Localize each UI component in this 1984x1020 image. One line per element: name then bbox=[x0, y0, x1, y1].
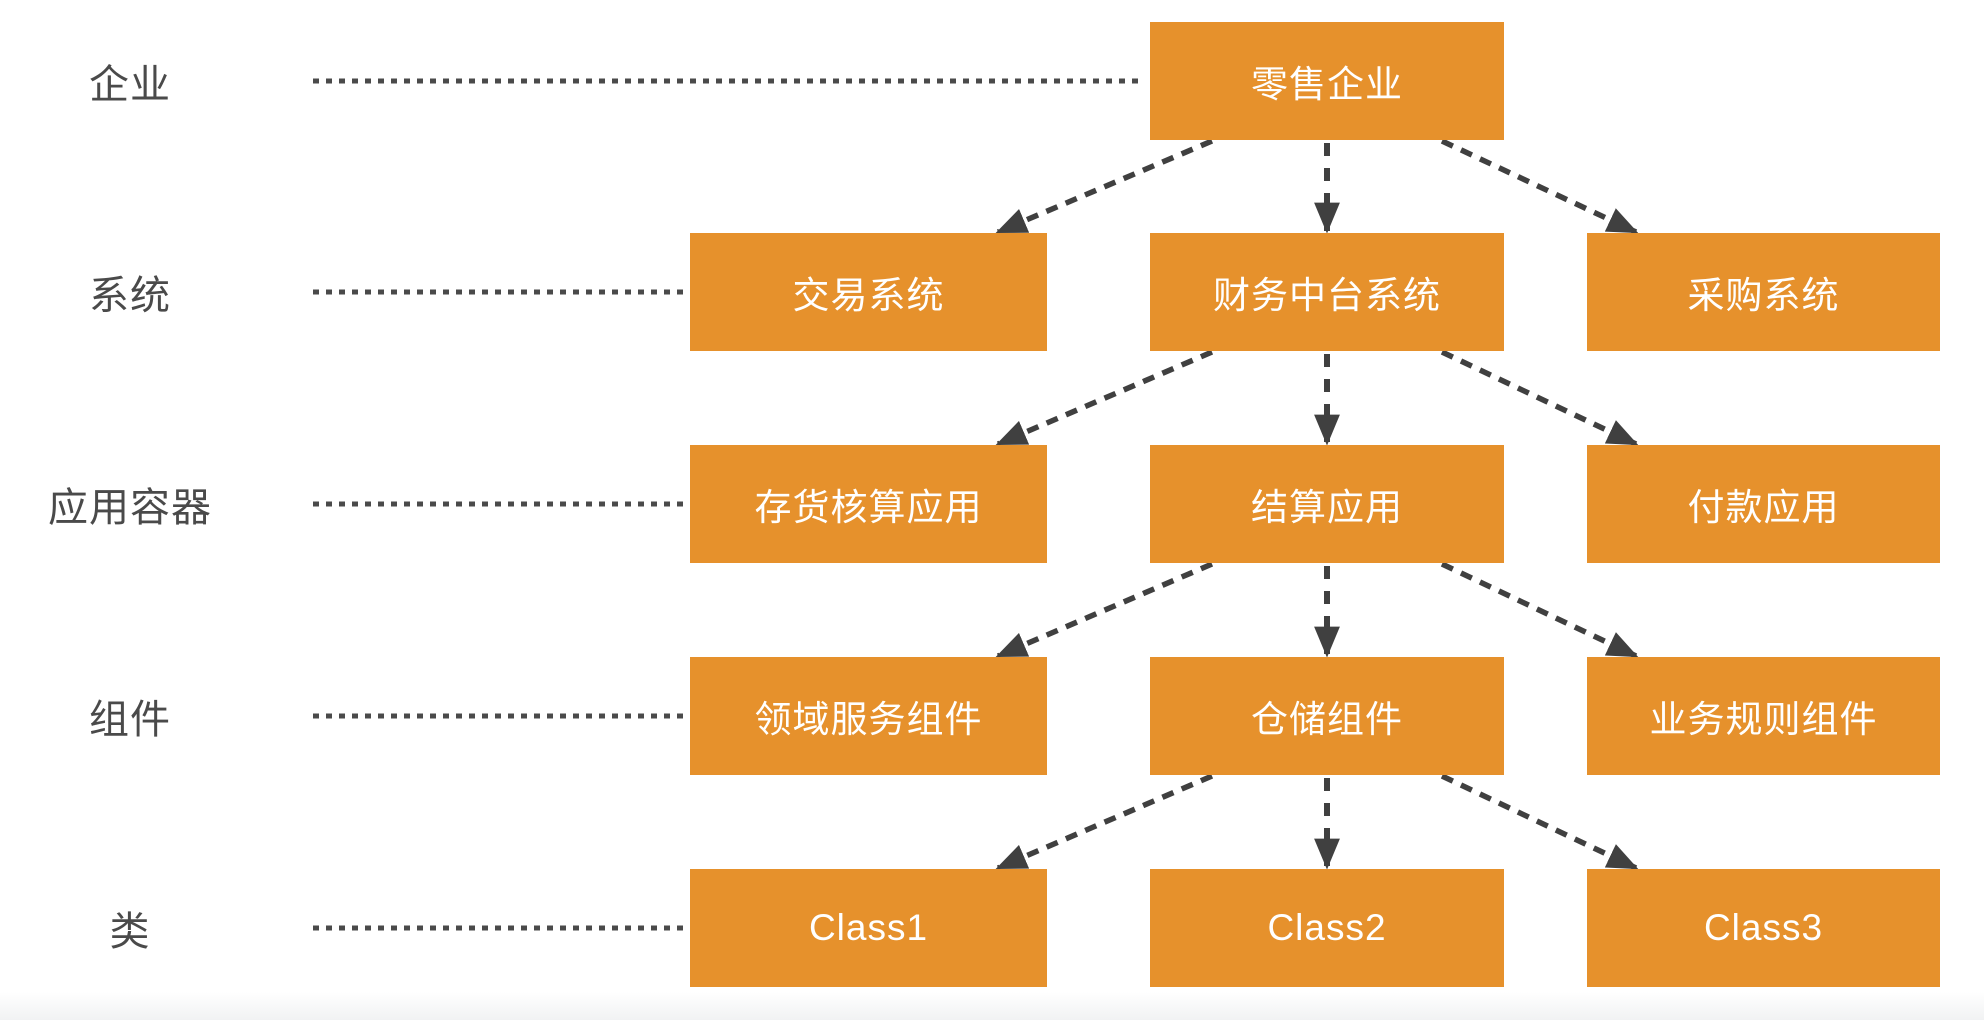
edge-repository-component-class3 bbox=[1440, 773, 1639, 871]
level-label-component: 组件 bbox=[89, 698, 171, 742]
edge-repository-component-class1 bbox=[995, 773, 1214, 871]
level-label-app-container: 应用容器 bbox=[48, 486, 212, 530]
level-label-class: 类 bbox=[109, 910, 151, 954]
node-finance-platform-system: 财务中台系统 bbox=[1150, 233, 1504, 351]
node-class2: Class2 bbox=[1150, 869, 1504, 987]
edge-settlement-app-domain-service-component bbox=[995, 561, 1214, 659]
node-retail-enterprise: 零售企业 bbox=[1150, 22, 1504, 140]
node-repository-component: 仓储组件 bbox=[1150, 657, 1504, 775]
node-payment-app: 付款应用 bbox=[1587, 445, 1940, 563]
edge-settlement-app-business-rule-component bbox=[1440, 561, 1639, 659]
level-label-system: 系统 bbox=[89, 274, 171, 318]
node-class3: Class3 bbox=[1587, 869, 1940, 987]
node-trade-system: 交易系统 bbox=[690, 233, 1047, 351]
node-domain-service-component: 领域服务组件 bbox=[690, 657, 1047, 775]
node-class1: Class1 bbox=[690, 869, 1047, 987]
bottom-edge-band bbox=[0, 992, 1984, 1020]
level-label-enterprise: 企业 bbox=[89, 63, 171, 107]
edge-finance-platform-system-inventory-accounting-app bbox=[995, 349, 1214, 447]
edge-retail-enterprise-purchase-system bbox=[1440, 138, 1639, 235]
node-purchase-system: 采购系统 bbox=[1587, 233, 1940, 351]
edge-retail-enterprise-trade-system bbox=[995, 138, 1214, 235]
edge-finance-platform-system-payment-app bbox=[1440, 349, 1639, 447]
node-settlement-app: 结算应用 bbox=[1150, 445, 1504, 563]
node-business-rule-component: 业务规则组件 bbox=[1587, 657, 1940, 775]
node-inventory-accounting-app: 存货核算应用 bbox=[690, 445, 1047, 563]
